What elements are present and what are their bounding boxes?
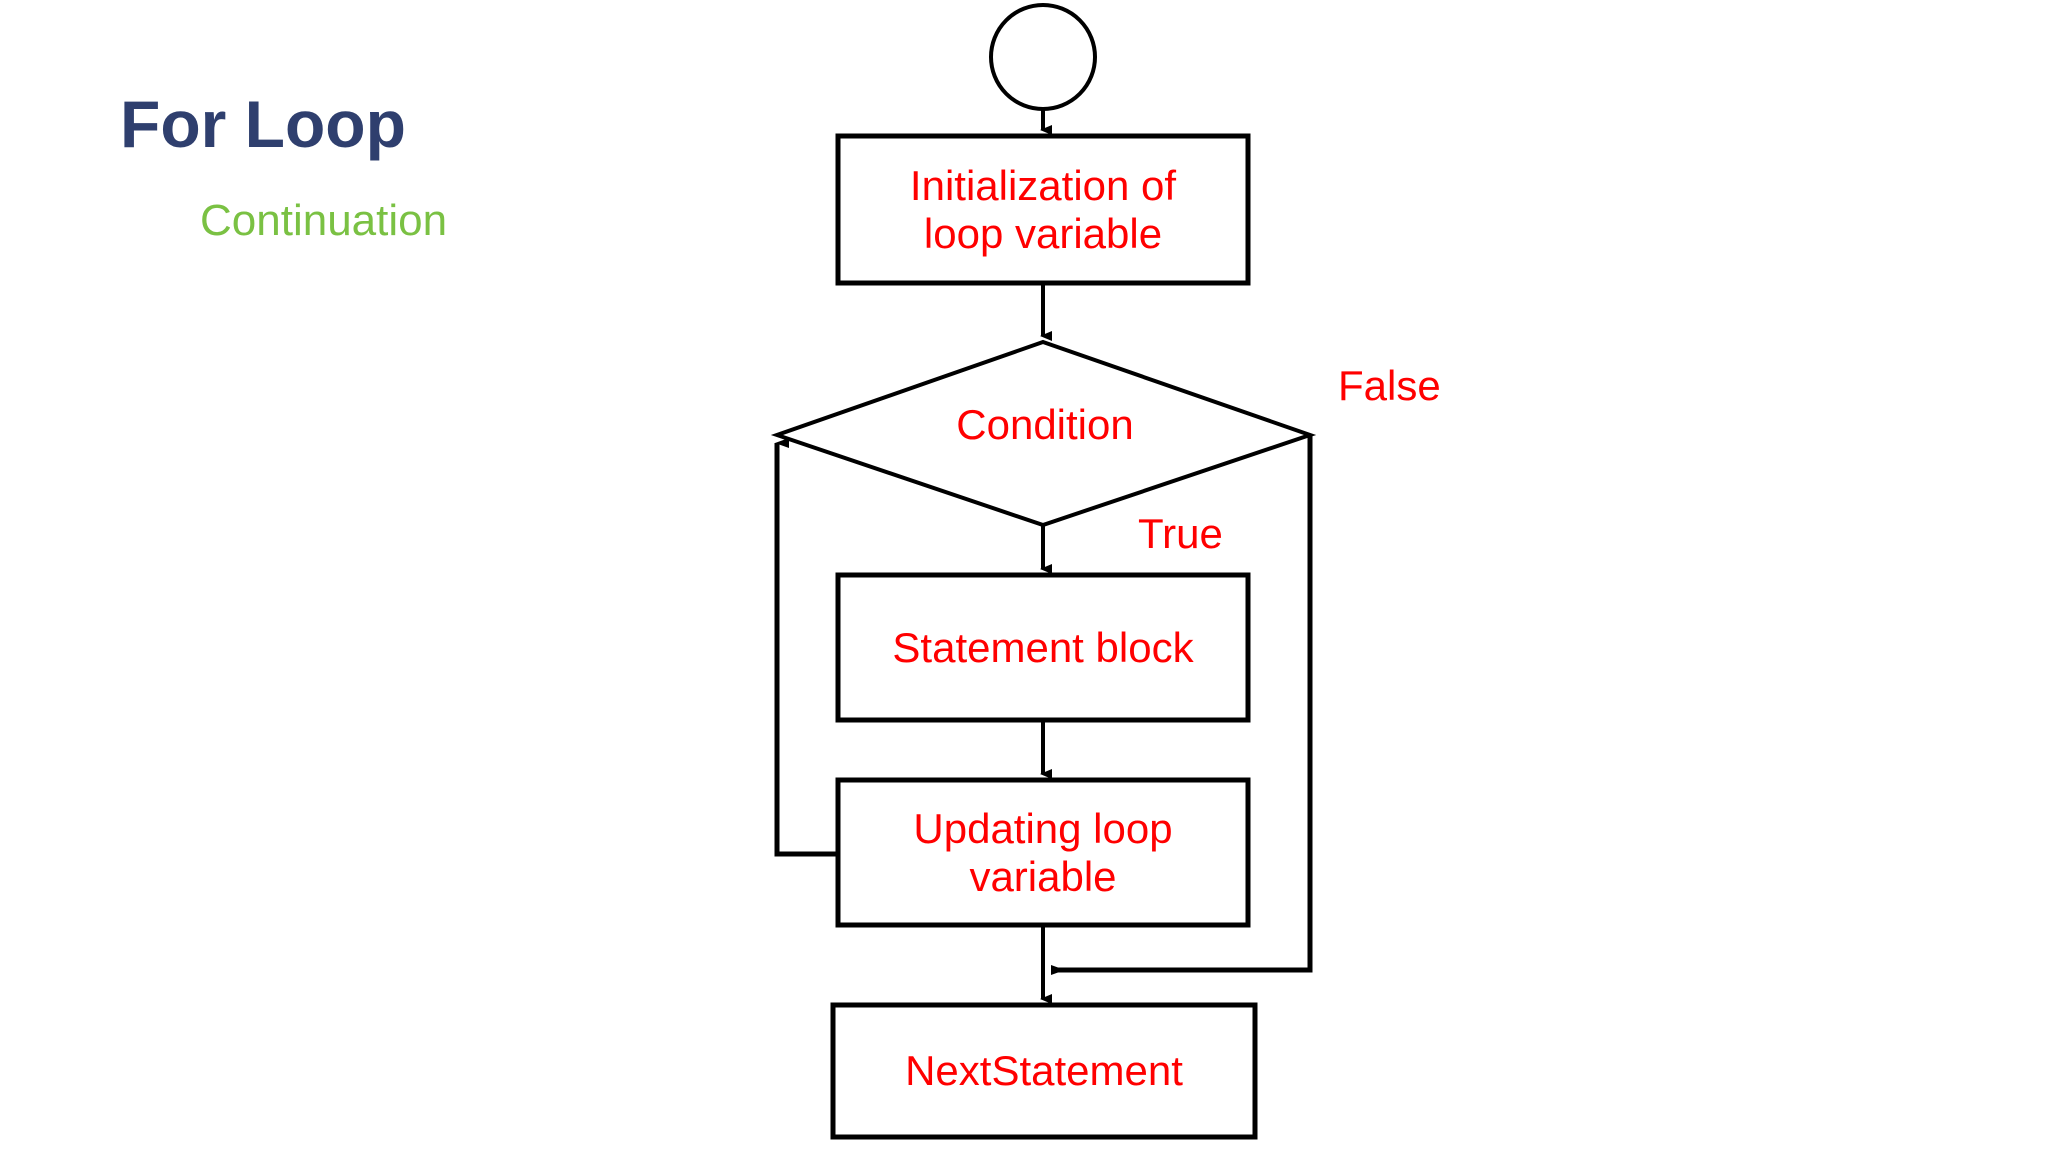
edge-label-true: True (1138, 510, 1223, 557)
node-condition[interactable] (770, 339, 1317, 528)
node-next-statement[interactable] (830, 1002, 1258, 1140)
edge-condition-false-to-next (1051, 435, 1313, 975)
node-start[interactable] (989, 3, 1097, 111)
edge-update-to-condition-loopback (774, 438, 838, 857)
edge-label-false: False (1338, 362, 1441, 409)
node-initialization[interactable] (835, 133, 1251, 286)
page-title: For Loop (120, 87, 406, 161)
page-subtitle: Continuation (200, 196, 448, 245)
node-statement-block[interactable] (835, 572, 1251, 723)
node-updating-loop-variable[interactable] (835, 777, 1251, 928)
